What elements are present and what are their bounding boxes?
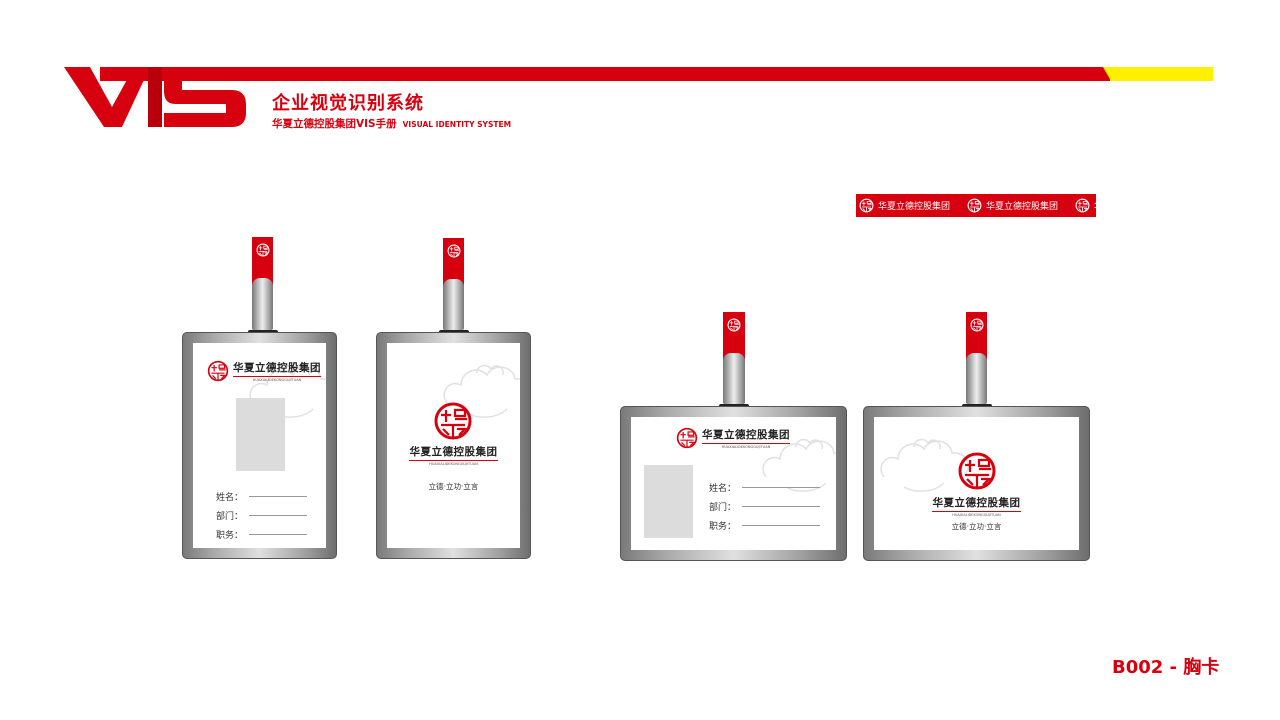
slogan: 立德·立功·立言 [428, 482, 479, 491]
seal-logo-icon [859, 198, 874, 213]
header-red-bar [100, 67, 1110, 81]
brand-name: 华夏立德控股集团 [702, 429, 790, 441]
department-field: 部门： [216, 509, 308, 522]
brand-pinyin: HUAXIALIDEKONGGUJITUAN [409, 460, 498, 466]
seal-logo-icon [207, 360, 229, 382]
position-field: 职务： [216, 528, 308, 541]
brand-name: 华夏立德控股集团 [932, 497, 1021, 509]
strip-brand-name: 华夏立德控股集团 [1094, 199, 1096, 212]
position-field: 职务： [709, 519, 821, 532]
seal-logo-icon [447, 244, 461, 258]
photo-placeholder [644, 465, 693, 538]
seal-logo-icon [727, 318, 741, 332]
field-label: 姓名： [216, 493, 244, 503]
badge-clip [443, 279, 464, 330]
slogan: 立德·立功·立言 [951, 522, 1002, 531]
page-subtitle: 华夏立德控股集团VIS手册 VISUAL IDENTITY SYSTEM [272, 116, 511, 131]
seal-logo-icon [967, 198, 982, 213]
subtitle-cn: 华夏立德控股集团VIS手册 [272, 118, 397, 130]
badge-clip [252, 278, 273, 330]
vertical-badge-back: 华夏立德控股集团 HUAXIALIDEKONGGUJITUAN 立德·立功·立言 [376, 332, 531, 559]
horizontal-badge-front: 华夏立德控股集团 HUAXIALIDEKONGGUJITUAN 姓名： 部门： 职… [620, 406, 847, 561]
field-label: 姓名： [709, 484, 737, 494]
horizontal-badge-back: 华夏立德控股集团 HUAXIALIDEKONGGUJITUAN 立德·立功·立言 [863, 406, 1090, 561]
strip-unit: 华夏立德控股集团 [1075, 198, 1096, 213]
seal-logo-icon [970, 318, 984, 332]
seal-logo-icon [256, 243, 270, 257]
lanyard-strip: 华夏立德控股集团 华夏立德控股集团 华夏立德控股集团 [856, 194, 1096, 217]
name-field: 姓名： [216, 490, 308, 503]
brand-name: 华夏立德控股集团 [409, 446, 498, 458]
field-label: 部门： [216, 512, 244, 522]
page-title: 企业视觉识别系统 [272, 93, 424, 114]
strip-unit: 华夏立德控股集团 [859, 198, 950, 213]
brand-lockup: 华夏立德控股集团 HUAXIALIDEKONGGUJITUAN [207, 360, 321, 382]
seal-logo-icon [1075, 198, 1090, 213]
vis-logo [64, 67, 246, 127]
field-label: 职务： [216, 531, 244, 541]
header-yellow-bar [1103, 67, 1213, 81]
name-field: 姓名： [709, 481, 821, 494]
brand-lockup: 华夏立德控股集团 HUAXIALIDEKONGGUJITUAN [387, 444, 520, 466]
brand-pinyin: HUAXIALIDEKONGGUJITUAN [233, 376, 321, 382]
brand-pinyin: HUAXIALIDEKONGGUJITUAN [702, 443, 790, 449]
seal-logo-icon [433, 401, 473, 441]
seal-logo-icon [957, 451, 997, 491]
brand-lockup: 华夏立德控股集团 HUAXIALIDEKONGGUJITUAN [676, 427, 790, 449]
vertical-badge-front: 华夏立德控股集团 HUAXIALIDEKONGGUJITUAN 姓名： 部门： 职… [182, 332, 337, 559]
strip-unit: 华夏立德控股集团 [967, 198, 1058, 213]
page-label: B002 - 胸卡 [1112, 657, 1220, 678]
brand-name: 华夏立德控股集团 [233, 362, 321, 374]
brand-lockup: 华夏立德控股集团 HUAXIALIDEKONGGUJITUAN [874, 495, 1079, 517]
field-label: 部门： [709, 503, 737, 513]
field-label: 职务： [709, 522, 737, 532]
department-field: 部门： [709, 500, 821, 513]
badge-clip [966, 353, 987, 404]
brand-pinyin: HUAXIALIDEKONGGUJITUAN [932, 511, 1021, 517]
seal-logo-icon [676, 427, 698, 449]
strip-brand-name: 华夏立德控股集团 [878, 202, 951, 212]
photo-placeholder [236, 398, 285, 471]
badge-clip [723, 353, 745, 404]
subtitle-en: VISUAL IDENTITY SYSTEM [402, 120, 512, 129]
strip-brand-name: 华夏立德控股集团 [986, 202, 1059, 212]
